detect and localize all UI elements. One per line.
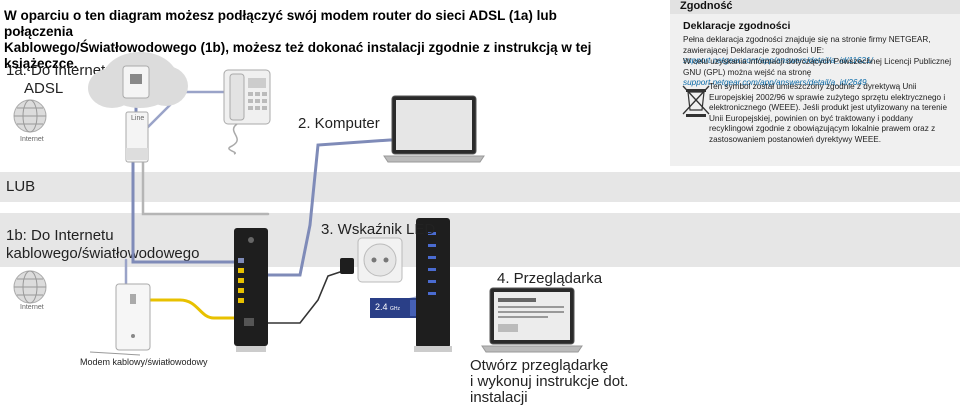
- browser-laptop: [481, 287, 583, 353]
- compliance-p2-link[interactable]: support.netgear.com/app/answers/detail/a…: [683, 78, 867, 87]
- section-1b-line-2: kablowego/światłowodowego: [6, 245, 200, 262]
- led-panel-text: 2.4 GHz: [375, 302, 400, 312]
- lub-band: [0, 172, 960, 202]
- instruction-line-3: instalacji: [470, 389, 528, 406]
- globe-icon-1b: [13, 270, 47, 304]
- compliance-panel-bg: [670, 0, 960, 166]
- intro-text: W oparciu o ten diagram możesz podłączyć…: [4, 8, 624, 72]
- compliance-p1-text: Pełna deklaracja zgodności znajduje się …: [683, 35, 931, 55]
- line-label: Line: [131, 115, 145, 122]
- cable-modem: [89, 283, 151, 356]
- telephone: [223, 69, 271, 155]
- instruction-line-2: i wykonuj instrukcje dot.: [470, 373, 629, 390]
- compliance-p2-text: W celu uzyskania informacji dotyczących …: [683, 57, 952, 77]
- power-outlet: [340, 237, 403, 283]
- power-cable: [267, 269, 347, 324]
- internet-label-1a: Internet: [20, 136, 44, 143]
- compliance-paragraph-1: Pełna deklaracja zgodności znajduje się …: [683, 35, 959, 67]
- compliance-p1-link[interactable]: support.netgear.com/app/answers/detail/a…: [683, 56, 873, 65]
- compliance-paragraph-2: W celu uzyskania informacji dotyczących …: [683, 57, 959, 89]
- browser-instruction: Otwórz przeglądarkę i wykonuj instrukcje…: [470, 358, 670, 406]
- splitter-gray-cable: [141, 158, 270, 216]
- modem-router-yellow-cable: [148, 298, 238, 320]
- section-1a-line-2: ADSL: [24, 80, 64, 97]
- compliance-title-band: [670, 0, 960, 14]
- router-lan-ports: [238, 268, 244, 303]
- laptop: [383, 95, 485, 163]
- wall-jack: [122, 65, 150, 99]
- compliance-heading: Deklaracje zgodności: [683, 20, 791, 32]
- lub-label: LUB: [6, 178, 36, 195]
- section-1b-line-1: 1b: Do Internetu: [6, 227, 114, 244]
- step-4-label: 4. Przeglądarka: [497, 270, 603, 287]
- section-1b-label: 1b: Do Internetu kablowego/światłowodowe…: [6, 227, 199, 263]
- section-1a-line-1: 1a: Do Internetu: [6, 62, 114, 79]
- intro-line-2: Kablowego/Światłowodowego (1b), możesz t…: [4, 40, 592, 71]
- modem-label: Modem kablowy/światłowodowy: [80, 357, 208, 367]
- led-band-value: 2.4: [375, 302, 388, 312]
- internet-label-1b: Internet: [20, 304, 44, 311]
- dsl-splitter: [125, 111, 149, 163]
- globe-icon-1a: [13, 99, 47, 133]
- router-right: [414, 218, 452, 352]
- weee-paragraph: Ten symbol został umieszczony zgodnie z …: [709, 82, 948, 144]
- section-1a-label: 1a: Do Internetu ADSL: [6, 62, 114, 98]
- step-2-label: 2. Komputer: [298, 115, 380, 132]
- led-callout: [370, 296, 418, 318]
- compliance-title: Zgodność: [680, 0, 733, 12]
- step-3-label: 3. Wskaźnik LED: [321, 221, 436, 238]
- instruction-line-1: Otwórz przeglądarkę: [470, 357, 609, 374]
- section-1b-band: [0, 213, 960, 267]
- router-left: [234, 228, 268, 352]
- led-band-unit: GHz: [390, 306, 401, 312]
- intro-line-1: W oparciu o ten diagram możesz podłączyć…: [4, 8, 557, 39]
- weee-bin-icon: [682, 85, 710, 117]
- cables: [124, 90, 416, 324]
- splitter-router-cable: [131, 158, 238, 264]
